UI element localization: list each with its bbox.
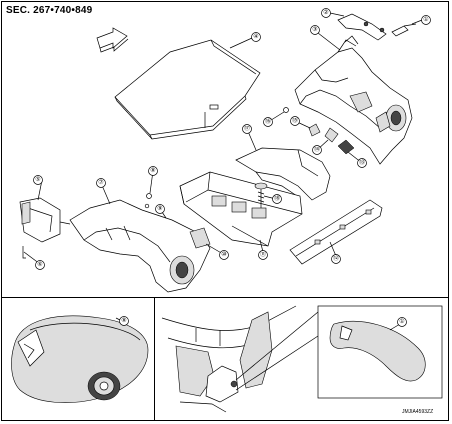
left-trim-clips	[144, 193, 152, 209]
trunk-hook-bracket	[337, 13, 387, 45]
trunk-small-fasteners	[283, 107, 355, 155]
left-trim-bracket	[19, 197, 71, 259]
callout-18: ⑱	[272, 194, 282, 204]
callout-8: ⑧	[148, 166, 158, 176]
callout-4: ④	[251, 32, 261, 42]
svg-text:⑩: ⑩	[221, 251, 226, 258]
detail-divider	[1, 297, 449, 298]
callout-9: ⑨	[155, 204, 165, 214]
callout-6: ⑥	[35, 260, 45, 270]
callout-14: ⑭	[312, 145, 322, 155]
svg-text:④: ④	[253, 33, 258, 40]
svg-text:①: ①	[399, 318, 404, 325]
detail-divider-vertical	[154, 297, 155, 421]
detail-callout-8: ⑧	[119, 316, 129, 326]
trunk-side-trim-right	[294, 39, 413, 165]
trunk-clip	[391, 23, 417, 37]
svg-text:③: ③	[312, 26, 317, 33]
svg-text:⑯: ⑯	[265, 117, 271, 125]
trunk-storage-tray	[179, 171, 303, 247]
rear-sill-plate	[289, 199, 383, 265]
svg-text:⑤: ⑤	[35, 176, 40, 183]
svg-text:⑪: ⑪	[260, 250, 266, 258]
callout-3: ③	[310, 25, 320, 35]
svg-text:②: ②	[323, 9, 328, 16]
svg-text:⑥: ⑥	[37, 261, 42, 268]
svg-text:⑬: ⑬	[359, 158, 365, 166]
trunk-side-trim-left	[69, 199, 211, 293]
svg-text:⑧: ⑧	[150, 167, 155, 174]
callout-15: ⑮	[290, 116, 300, 126]
callout-11: ⑪	[258, 250, 268, 260]
svg-text:⑧: ⑧	[121, 317, 126, 324]
svg-text:⑮: ⑮	[292, 116, 298, 124]
trunk-floor-board	[114, 39, 261, 140]
detail-hook-cover	[11, 315, 149, 403]
svg-text:⑫: ⑫	[333, 254, 339, 262]
front-arrow-icon	[96, 27, 129, 53]
callout-2: ②	[321, 8, 331, 18]
detail-install-view	[161, 305, 319, 413]
figure-id: JMJIA4593ZZ	[402, 409, 434, 415]
svg-text:⑱: ⑱	[274, 194, 280, 202]
detail-inset-box	[317, 305, 443, 399]
callout-12: ⑫	[331, 254, 341, 264]
svg-text:⑰: ⑰	[244, 124, 250, 132]
svg-text:①: ①	[423, 16, 428, 23]
trunk-foam-filler	[235, 147, 331, 201]
callout-16: ⑯	[263, 117, 273, 127]
callout-5: ⑤	[33, 175, 43, 185]
svg-text:⑦: ⑦	[98, 179, 103, 186]
svg-text:⑨: ⑨	[157, 205, 162, 212]
callout-17: ⑰	[242, 124, 252, 134]
svg-text:⑭: ⑭	[314, 145, 320, 153]
tie-down-bolt	[254, 182, 268, 208]
callout-7: ⑦	[96, 178, 106, 188]
section-reference: SEC. 267•740•849	[6, 5, 93, 16]
callout-1: ①	[421, 15, 431, 25]
callout-10: ⑩	[219, 250, 229, 260]
detail-callout-1: ①	[397, 317, 407, 327]
callout-13: ⑬	[357, 158, 367, 168]
